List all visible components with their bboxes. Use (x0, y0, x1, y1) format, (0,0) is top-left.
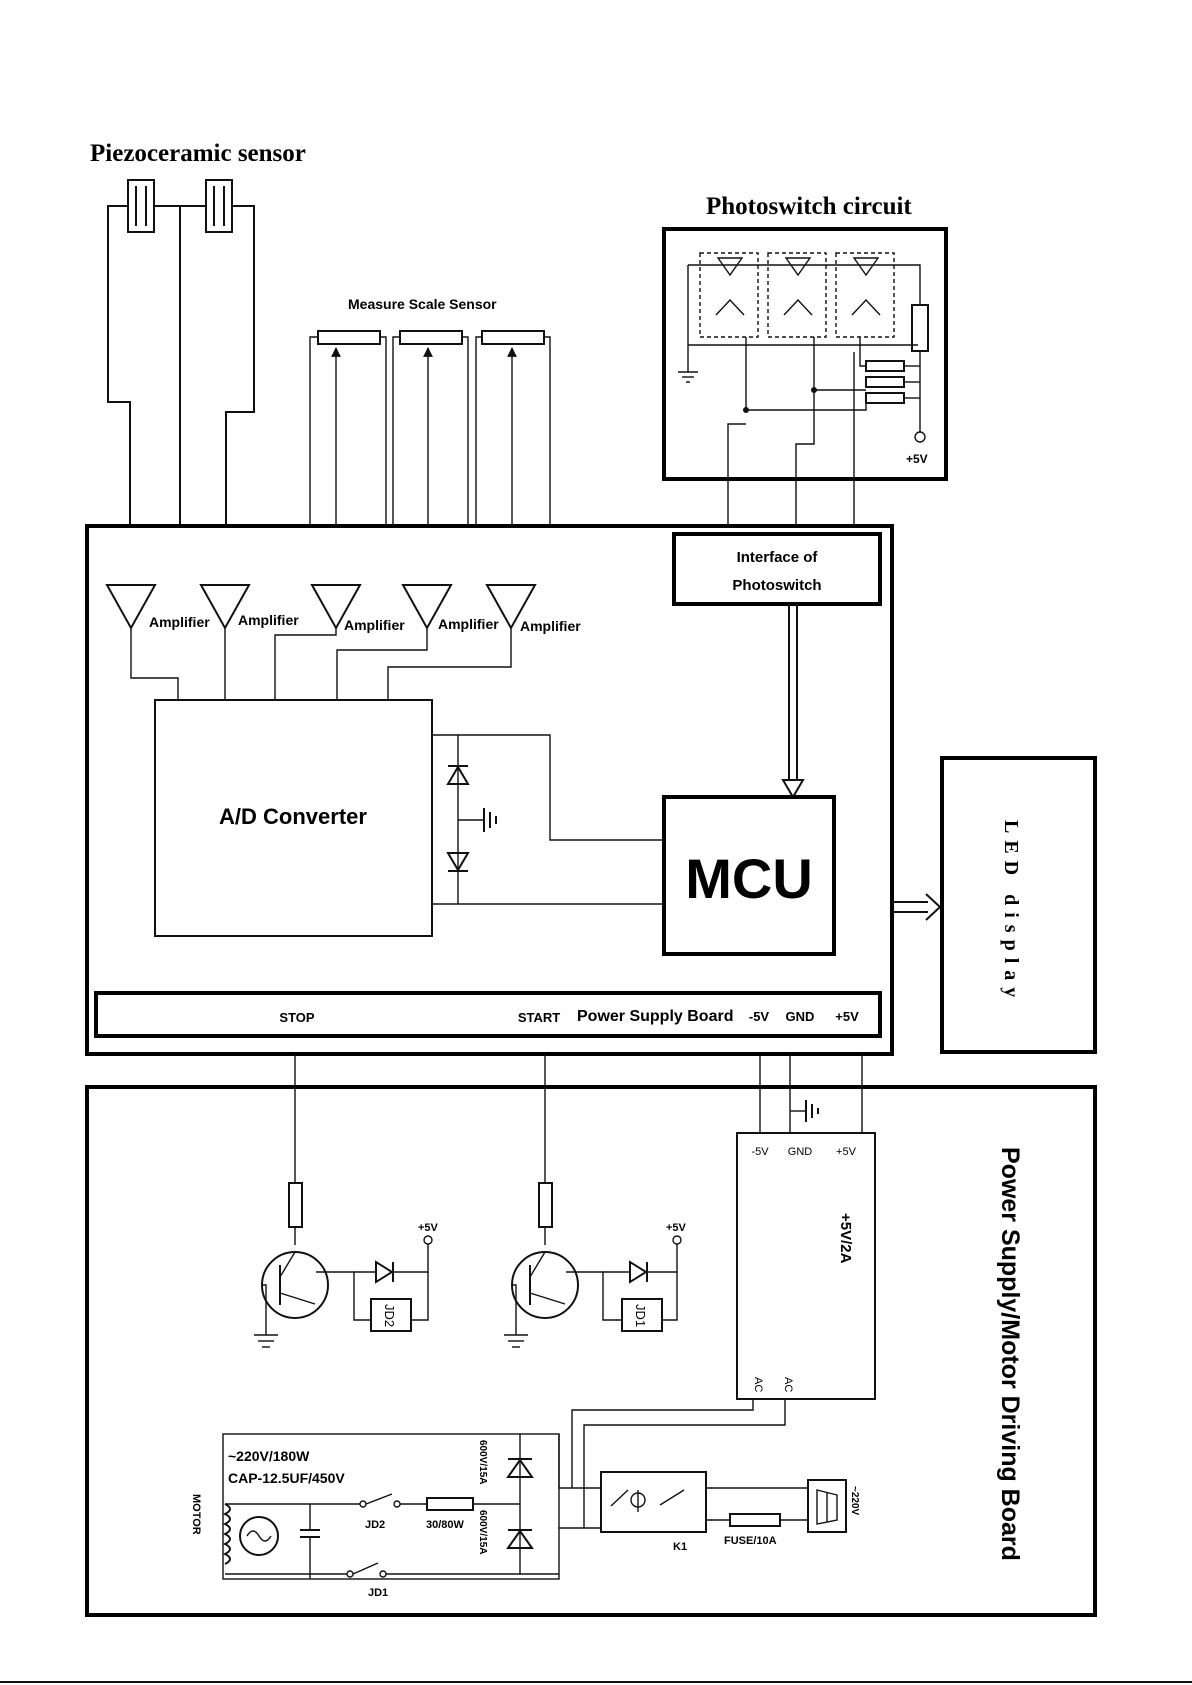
piezo-crystal-1 (127, 179, 155, 233)
main-board-box (85, 524, 894, 1056)
stop-5v-label: +5V (418, 1222, 439, 1234)
amplifier-3-label: Amplifier (344, 617, 405, 633)
power-supply-board-label: Power Supply Board (577, 1008, 733, 1025)
strip-gnd-label: GND (786, 1009, 815, 1024)
photoswitch-circuit: Photoswitch circuit +5V (662, 193, 948, 528)
led-display: LED display (940, 756, 1097, 1054)
interface-label-line2: Photoswitch (732, 577, 821, 594)
amplifier-1-label: Amplifier (149, 614, 210, 630)
measure-scale-label: Measure Scale Sensor (348, 296, 497, 312)
led-arrow (892, 893, 942, 921)
pullup-resistor (911, 304, 929, 352)
start-5v-label: +5V (666, 1222, 687, 1234)
psu-neg5v-label: -5V (751, 1146, 769, 1158)
strip-neg5v-label: -5V (749, 1009, 770, 1024)
motor-winding (222, 1503, 231, 1565)
driving-board: Power Supply/Motor Driving Board -5V GND… (85, 1054, 1097, 1617)
potentiometer-2 (399, 330, 463, 345)
piezoceramic-sensor: Piezoceramic sensor (90, 140, 306, 585)
motor-circuit: ~220V/180W CAP-12.5UF/450V MOTOR JD2 30/… (190, 1433, 560, 1599)
optocoupler-2 (767, 252, 827, 338)
psu-rating-label: +5V/2A (837, 1213, 854, 1264)
led-display-box (940, 756, 1097, 1054)
amplifier-2-label: Amplifier (238, 612, 299, 628)
diode2-label: 600V/15A (477, 1510, 488, 1554)
power-supply-board-strip (94, 991, 882, 1038)
photoswitch-5v-label: +5V (906, 452, 928, 466)
power-resistor-label: 30/80W (426, 1519, 465, 1531)
photoswitch-title: Photoswitch circuit (706, 193, 912, 220)
adc-box (154, 699, 433, 937)
diode1-label: 600V/15A (477, 1440, 488, 1484)
amplifier-4-label: Amplifier (438, 616, 499, 632)
psu-module (736, 1132, 876, 1400)
strip-pos5v-label: +5V (835, 1009, 859, 1024)
jd2-box-label: JD2 (382, 1304, 397, 1327)
jd1-relay-box (621, 1298, 663, 1332)
driving-board-box (85, 1085, 1097, 1617)
psu-ac2-label: AC (782, 1377, 794, 1392)
power-resistor (426, 1497, 474, 1511)
amplifier-1: Amplifier (105, 584, 210, 631)
stop-transistor-circuit: +5V JD2 (254, 1182, 439, 1348)
photoswitch-interface-box (672, 532, 882, 606)
main-board: Interface of Photoswitch Amplifier Ampli… (85, 524, 894, 1056)
start-transistor-circuit: +5V JD1 (504, 1182, 687, 1348)
potentiometer-3 (481, 330, 545, 345)
start-label: START (518, 1010, 560, 1025)
k1-label: K1 (673, 1541, 687, 1553)
motor-spec-line1: ~220V/180W (228, 1448, 310, 1464)
motor-ac-symbol (239, 1516, 279, 1556)
fuse-label: FUSE/10A (724, 1535, 777, 1547)
stop-label: STOP (279, 1010, 314, 1025)
small-resistor-1 (865, 360, 905, 372)
k1-relay (600, 1471, 707, 1533)
amplifier-4: Amplifier (401, 584, 499, 632)
relay-fuse-mains: K1 FUSE/10A ~220V (558, 1399, 860, 1553)
stop-resistor (288, 1182, 303, 1228)
amplifier-5: Amplifier (485, 584, 581, 634)
amplifier-2: Amplifier (199, 584, 299, 631)
jd2-relay-box (370, 1298, 412, 1332)
optocoupler-1 (699, 252, 759, 338)
jd2-switch-label: JD2 (365, 1519, 385, 1531)
jd1-switch-label: JD1 (368, 1587, 388, 1599)
driving-board-title: Power Supply/Motor Driving Board (996, 1147, 1024, 1561)
piezo-crystal-2 (205, 179, 233, 233)
measure-scale-sensor: Measure Scale Sensor (309, 296, 551, 585)
mcu-box (662, 795, 836, 956)
psu-pos5v-label: +5V (836, 1146, 857, 1158)
motor-circuit-outline (222, 1433, 560, 1580)
photoswitch-box (662, 227, 948, 481)
interface-label-line1: Interface of (737, 549, 819, 566)
amplifier-5-label: Amplifier (520, 618, 581, 634)
psu-ac1-label: AC (752, 1377, 764, 1392)
motor-label: MOTOR (190, 1494, 202, 1535)
small-resistor-3 (865, 392, 905, 404)
adc-label: A/D Converter (219, 804, 367, 829)
mains-label: ~220V (849, 1486, 860, 1516)
potentiometer-1 (317, 330, 381, 345)
optocoupler-3 (835, 252, 895, 338)
jd1-box-label: JD1 (633, 1304, 648, 1327)
amplifier-3: Amplifier (310, 584, 405, 633)
fuse (729, 1513, 781, 1527)
piezo-title: Piezoceramic sensor (90, 140, 306, 167)
motor-spec-line2: CAP-12.5UF/450V (228, 1470, 345, 1486)
mcu-label: MCU (685, 847, 813, 910)
psu-gnd-label: GND (788, 1146, 813, 1158)
start-resistor (538, 1182, 553, 1228)
small-resistor-2 (865, 376, 905, 388)
led-display-label: LED display (1000, 820, 1022, 1004)
